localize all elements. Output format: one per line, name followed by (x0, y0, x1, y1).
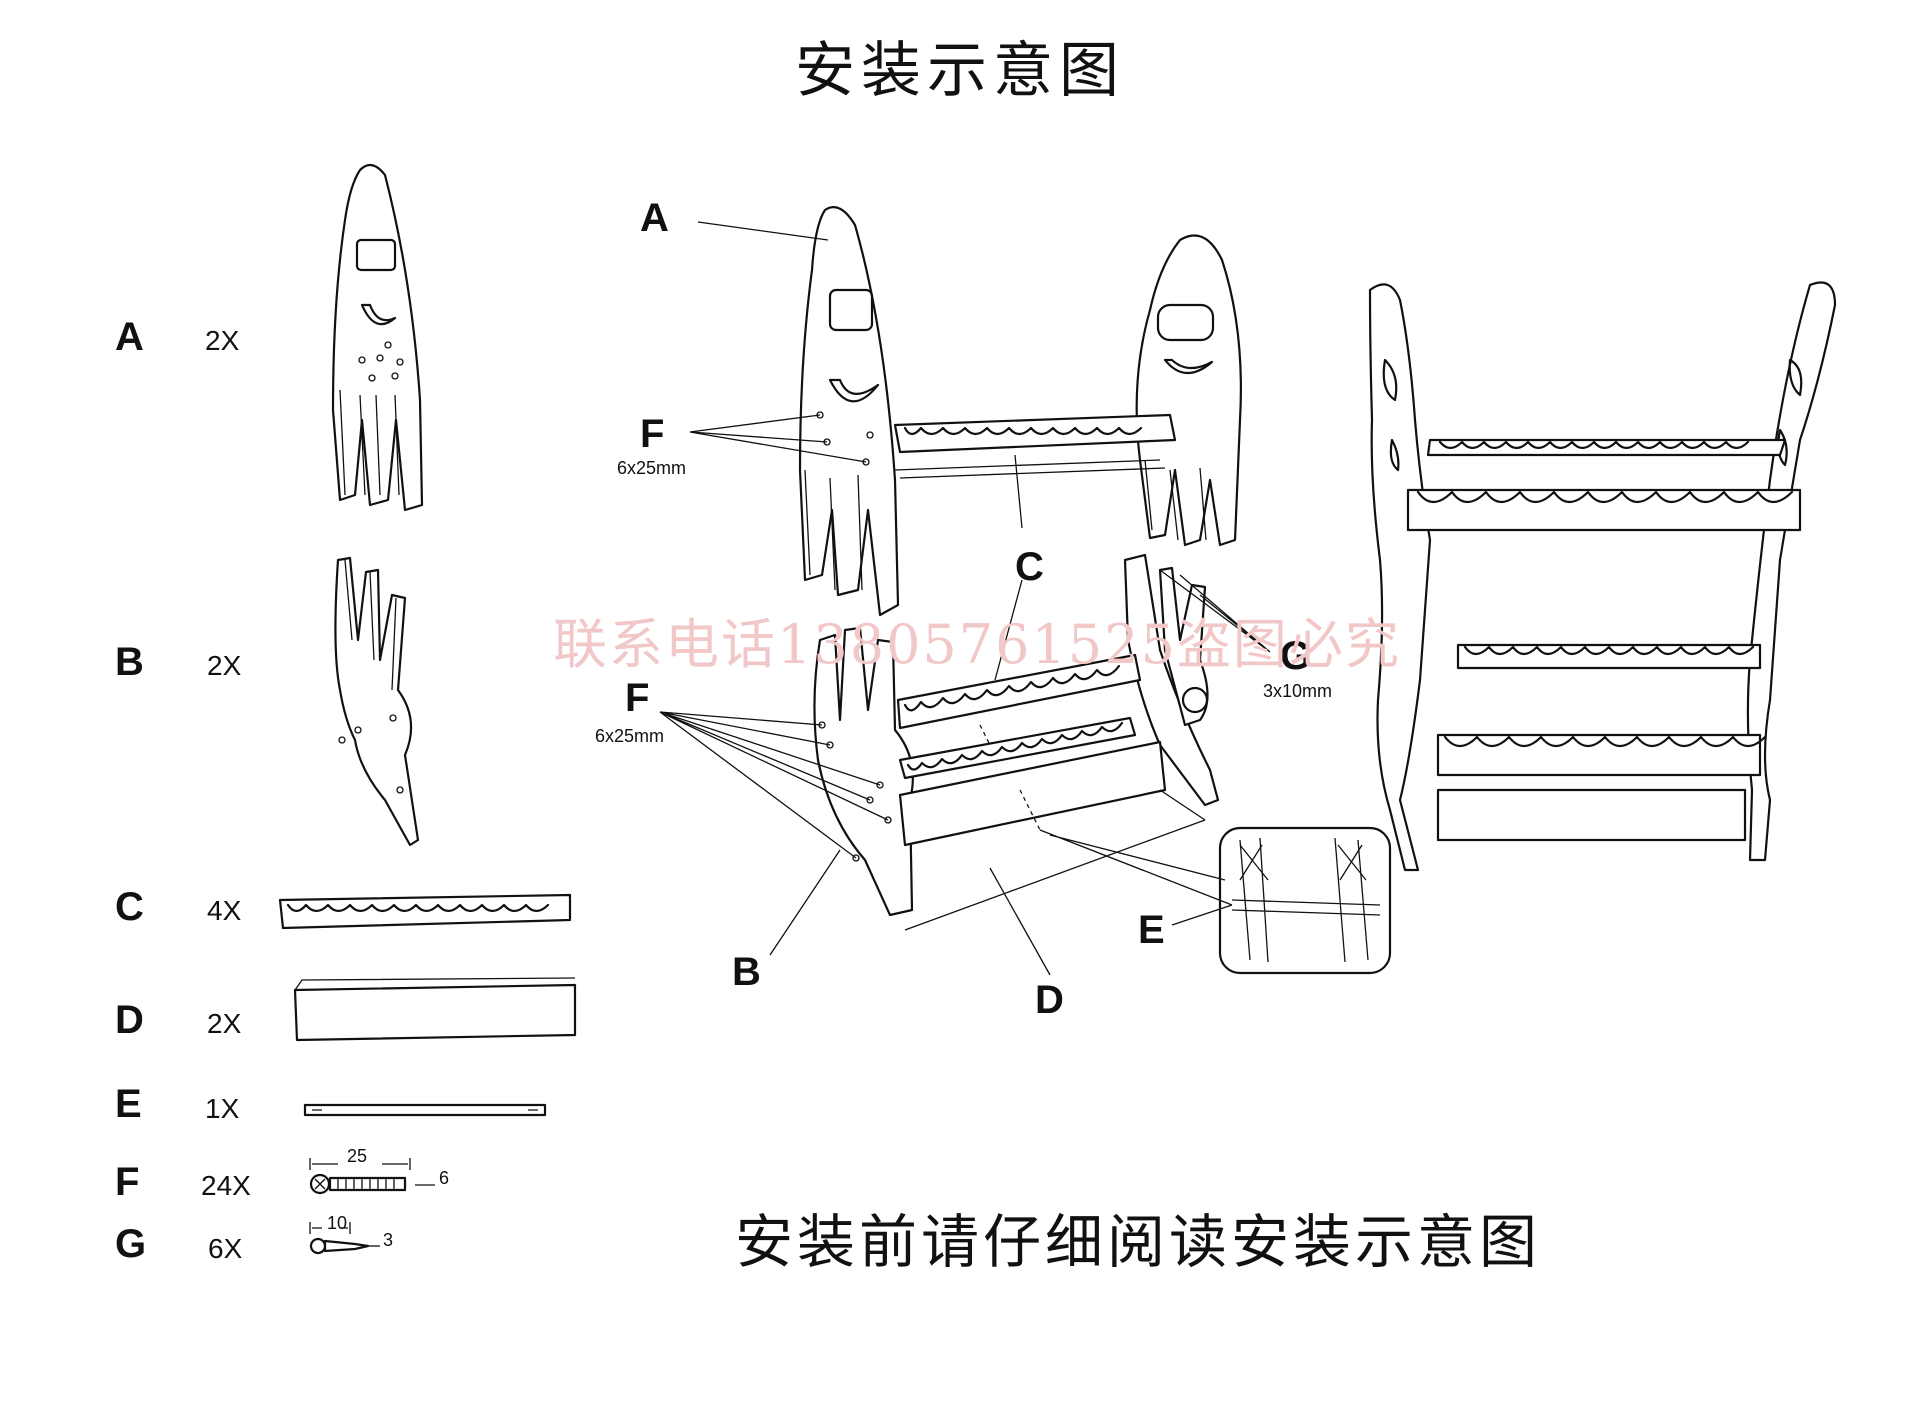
callout-f-top: F (640, 412, 665, 456)
part-label-g: G (115, 1222, 147, 1266)
callout-e: E (1138, 908, 1165, 952)
callout-f-bottom: F (625, 676, 650, 720)
screw-f-length: 25 (347, 1146, 368, 1166)
callout-g-spec: 3x10mm (1263, 681, 1333, 701)
part-qty-d: 2X (207, 1008, 242, 1039)
part-a-drawing (331, 163, 424, 512)
part-label-f: F (115, 1160, 140, 1204)
footer-note: 安装前请仔细阅读安装示意图 (735, 1208, 1542, 1276)
callout-d: D (1035, 978, 1064, 1022)
part-b-drawing (334, 556, 420, 847)
part-qty-b: 2X (207, 650, 242, 681)
callout-f-top-spec: 6x25mm (617, 458, 687, 478)
part-qty-e: 1X (205, 1093, 240, 1124)
callout-b: B (732, 950, 761, 994)
screw-g-diameter: 3 (383, 1230, 394, 1250)
callout-f-bottom-spec: 6x25mm (595, 726, 665, 746)
main-assembly (659, 206, 1392, 976)
part-c-drawing (278, 893, 572, 930)
callout-c-top: C (1015, 545, 1044, 589)
part-qty-c: 4X (207, 895, 242, 926)
screw-g-drawing (309, 1222, 380, 1255)
callout-a: A (640, 196, 669, 240)
part-label-c: C (115, 885, 144, 929)
part-label-d: D (115, 998, 144, 1042)
part-label-b: B (115, 640, 144, 684)
part-qty-g: 6X (208, 1233, 243, 1264)
callout-g: G (1280, 634, 1312, 678)
screw-f-diameter: 6 (439, 1168, 450, 1188)
watermark: 联系电话13805761525盗图必究 (553, 613, 1401, 676)
part-e-drawing (303, 1103, 547, 1117)
part-qty-a: 2X (205, 325, 240, 356)
part-qty-f: 24X (201, 1170, 251, 1201)
assembled-view (1368, 281, 1837, 872)
part-label-e: E (115, 1082, 142, 1126)
part-label-a: A (115, 315, 144, 359)
screw-f-drawing (309, 1158, 435, 1195)
page-title: 安装示意图 (795, 36, 1125, 106)
part-d-drawing (293, 977, 577, 1042)
